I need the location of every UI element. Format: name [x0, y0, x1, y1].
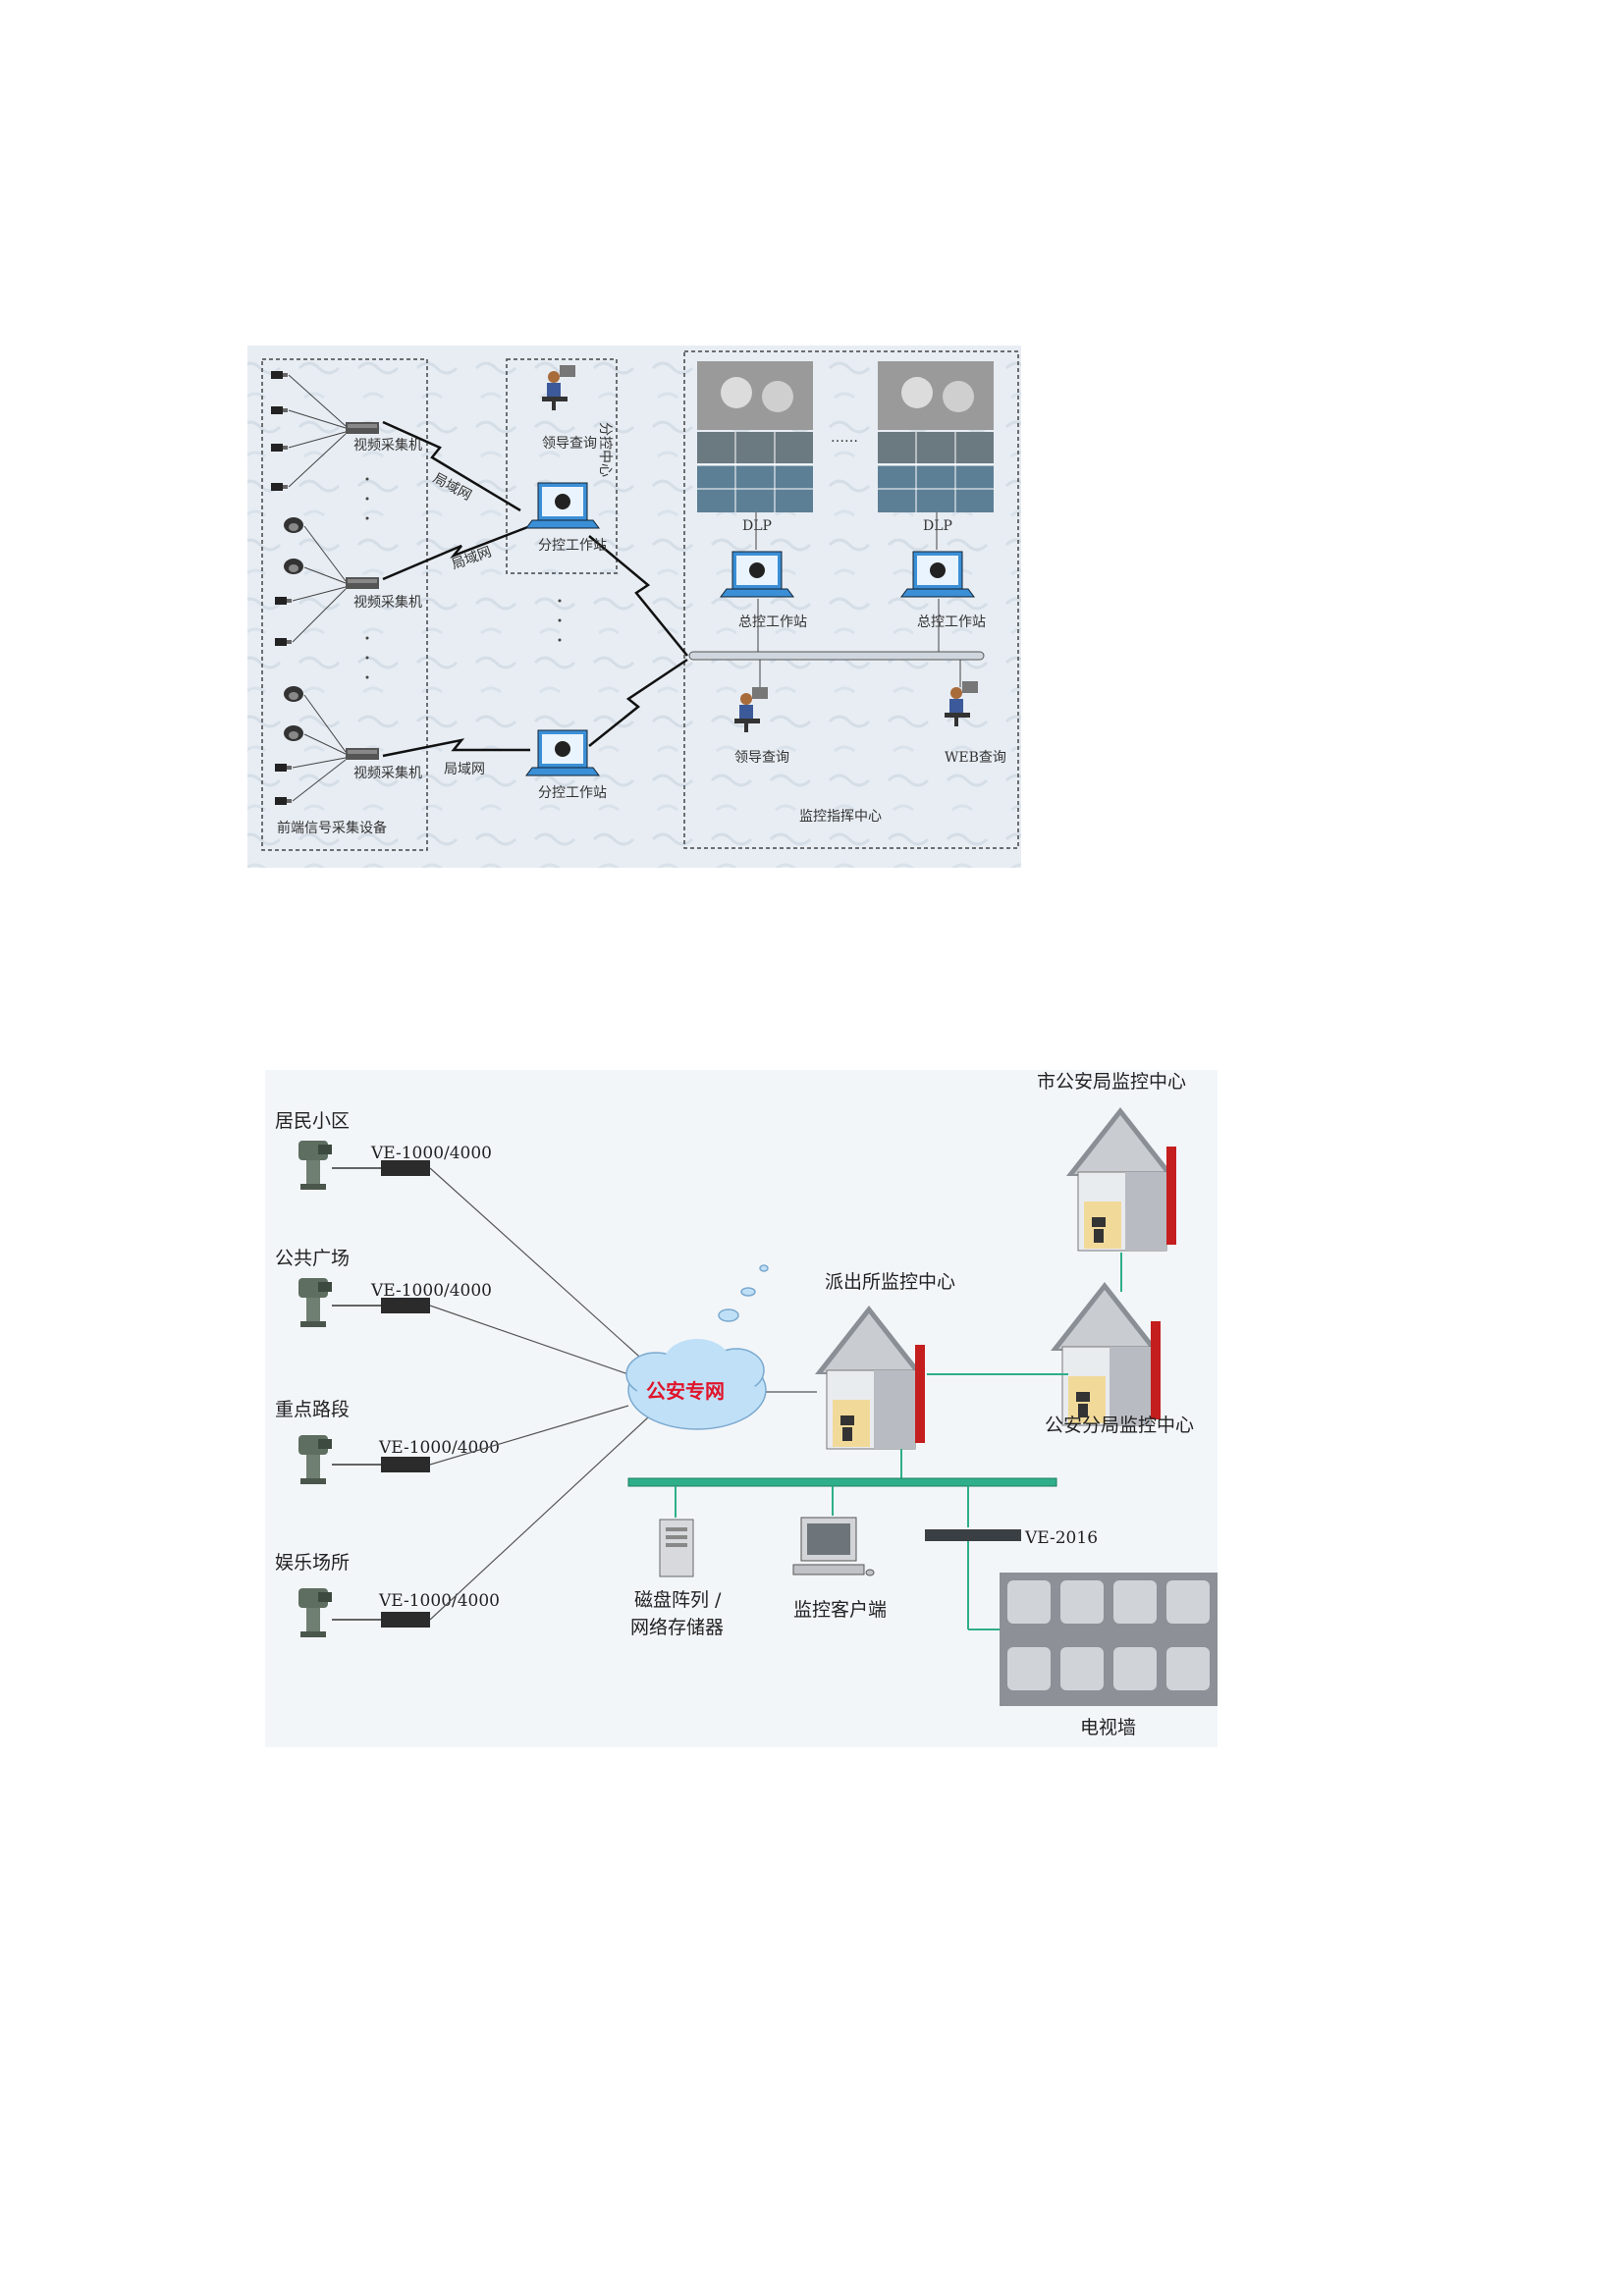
diagram1: 视频采集机 视频采集机 视频采集机: [247, 346, 1021, 868]
encoder-2-label: 视频采集机: [353, 594, 422, 611]
encoder-box-3: [381, 1457, 430, 1472]
dlp-wall-2: [878, 361, 994, 512]
encoder-1: [346, 422, 379, 434]
decoder-label: VE-2016: [1024, 1528, 1098, 1548]
police-network-cloud: [625, 1264, 769, 1430]
client-pc: [792, 1517, 875, 1576]
encoder-box-2: [381, 1298, 430, 1313]
storage-label-line1: 磁盘阵列 /: [634, 1589, 722, 1611]
tv-wall: [1000, 1573, 1218, 1706]
lan-link-3: [382, 738, 530, 758]
frontend-group-label: 前端信号采集设备: [277, 820, 387, 836]
storage-label-line2: 网络存储器: [630, 1617, 724, 1638]
dlp-wall-1: [697, 361, 813, 512]
device-label-1: VE-1000/4000: [370, 1144, 492, 1163]
branch-center-frame: [506, 358, 618, 574]
site-label-4: 娱乐场所: [275, 1552, 350, 1574]
branch-bureau-label: 公安分局监控中心: [1045, 1415, 1194, 1436]
wan-link-2: [588, 658, 688, 747]
device-label-4: VE-1000/4000: [378, 1591, 500, 1611]
device-label-3: VE-1000/4000: [378, 1438, 500, 1458]
encoder-2: [346, 577, 379, 589]
city-bureau-label: 市公安局监控中心: [1037, 1071, 1186, 1093]
police-station-label: 派出所监控中心: [825, 1271, 955, 1293]
wan-link-1: [588, 535, 688, 657]
branch-workstation-label-1: 分控工作站: [538, 538, 607, 554]
decoder-box: [925, 1529, 1021, 1541]
frontend-group-frame: [261, 358, 428, 851]
encoder-3-label: 视频采集机: [353, 765, 422, 781]
dlp-label-2: DLP: [923, 518, 952, 534]
encoder-box-1: [381, 1160, 430, 1176]
lan-label-3: 局域网: [444, 762, 485, 777]
dlp-dots: ……: [831, 430, 858, 446]
command-center-frame: [683, 350, 1019, 849]
client-label: 监控客户端: [793, 1599, 887, 1621]
site-label-1: 居民小区: [275, 1110, 350, 1132]
lan-link-1: [382, 420, 521, 512]
web-query-label: WEB查询: [945, 750, 1006, 766]
main-workstation-label-2: 总控工作站: [917, 614, 986, 630]
site-label-3: 重点路段: [275, 1399, 350, 1420]
diagram2: 居民小区 VE-1000/4000 公共广场 VE-1000/4000 重点路段…: [265, 1070, 1218, 1747]
encoder-3: [346, 748, 379, 760]
lan-bus: [627, 1477, 1057, 1487]
backbone-bus: [688, 651, 985, 661]
command-leader-label: 领导查询: [734, 750, 789, 766]
main-workstation-label-1: 总控工作站: [738, 614, 807, 630]
cloud-label: 公安专网: [646, 1379, 725, 1403]
dlp-label-1: DLP: [742, 518, 772, 534]
encoder-box-4: [381, 1612, 430, 1628]
device-label-2: VE-1000/4000: [370, 1281, 492, 1301]
lan-link-2: [382, 524, 531, 581]
storage-server: [659, 1519, 694, 1577]
encoder-1-label: 视频采集机: [353, 437, 422, 454]
branch-workstation-label-2: 分控工作站: [538, 785, 607, 801]
site-label-2: 公共广场: [275, 1248, 350, 1269]
branch-center-label: 分控中心: [597, 422, 613, 477]
command-center-label: 监控指挥中心: [799, 809, 882, 825]
branch-leader-label: 领导查询: [542, 436, 597, 452]
tv-wall-label: 电视墙: [1080, 1717, 1136, 1738]
